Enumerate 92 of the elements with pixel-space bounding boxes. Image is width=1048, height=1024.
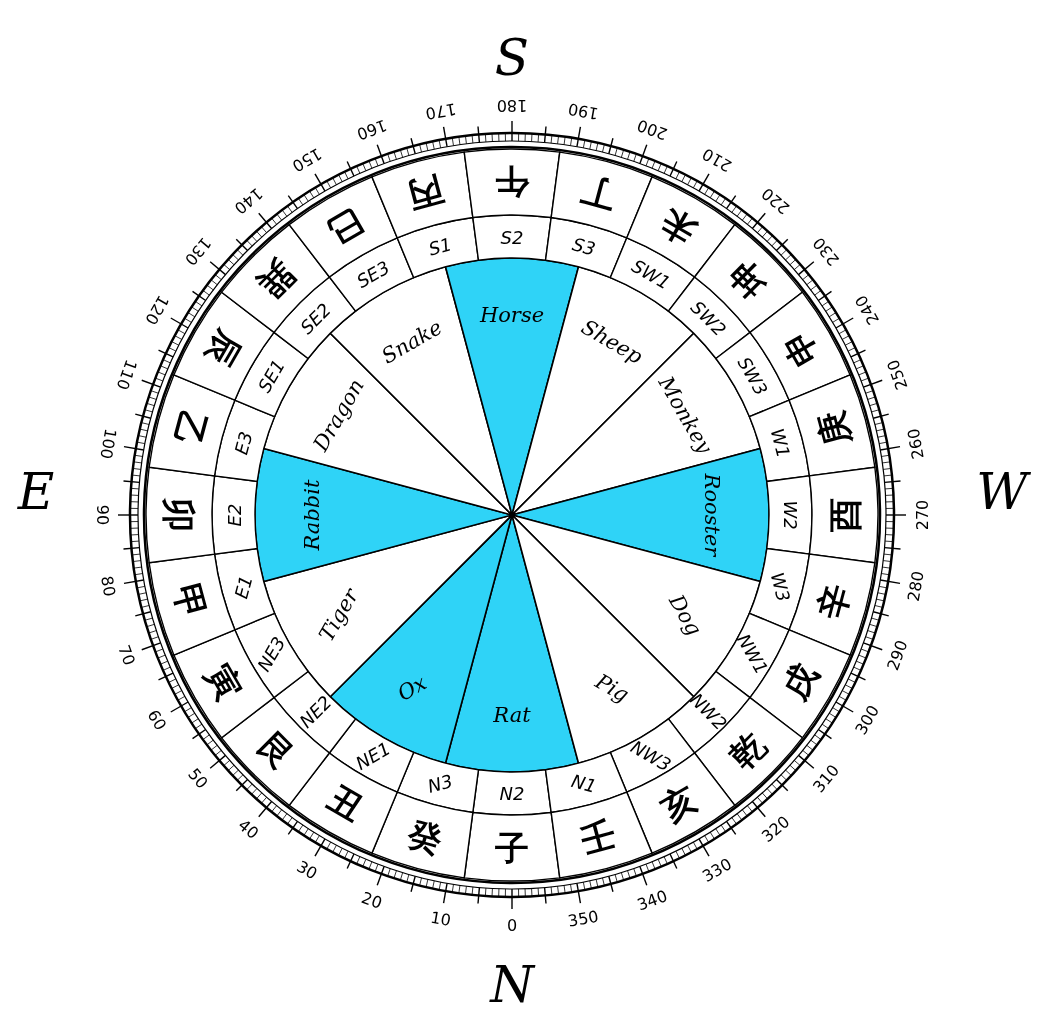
direction-cell <box>213 547 276 631</box>
chinese-character: 辰 <box>197 323 250 374</box>
mountain-cell <box>371 151 474 239</box>
compass-letter: S <box>494 29 530 87</box>
degree-label: 40 <box>234 815 263 843</box>
chinese-character: 壬 <box>576 812 620 861</box>
cell-label: W2 <box>779 500 801 530</box>
chinese-character: 午 <box>495 162 529 202</box>
mountain-cell <box>550 791 653 879</box>
direction-cell <box>544 751 628 814</box>
degree-label: 70 <box>114 642 140 669</box>
sector-label: Ox <box>393 670 431 706</box>
chinese-character: 子 <box>495 828 529 868</box>
chinese-character: 乙 <box>166 407 215 451</box>
degree-label: 150 <box>289 144 325 176</box>
degree-label: 100 <box>96 427 121 461</box>
chinese-character: 戌 <box>774 656 827 707</box>
chinese-character: 甲 <box>166 579 215 623</box>
cell-label: E2 <box>223 503 245 527</box>
chinese-character: 丁 <box>576 169 620 218</box>
degree-label: 130 <box>180 233 215 270</box>
cell-label: S3 <box>570 233 598 260</box>
chinese-character: 酉 <box>825 498 865 532</box>
degree-label: 190 <box>566 99 600 124</box>
degree-label: 260 <box>903 427 928 461</box>
degree-label: 80 <box>97 574 120 598</box>
degree-label: 290 <box>883 637 912 673</box>
degree-label: 210 <box>699 144 735 176</box>
mountain-cell <box>788 553 876 656</box>
cell-label: E1 <box>230 573 257 601</box>
degree-label: 250 <box>883 357 912 393</box>
cell-label: S1 <box>426 233 454 260</box>
degree-label: 50 <box>184 764 212 793</box>
degree-label: 180 <box>496 95 528 115</box>
cell-label: N1 <box>569 770 599 797</box>
chinese-character: 辛 <box>809 579 858 623</box>
degree-label: 350 <box>566 906 600 931</box>
cell-label: W3 <box>766 570 795 604</box>
degree-label: 340 <box>634 886 670 915</box>
direction-cell <box>213 399 276 483</box>
chinese-character: 未 <box>653 200 704 253</box>
sector-label: Rabbit <box>300 479 324 551</box>
degree-label: 90 <box>92 504 112 526</box>
cell-label: NW3 <box>627 736 675 776</box>
cell-label: NE1 <box>352 737 394 774</box>
degree-label: 220 <box>757 183 794 218</box>
cell-label: S2 <box>500 226 524 248</box>
degree-label: 280 <box>903 569 928 603</box>
cell-label: W1 <box>766 426 795 460</box>
chinese-character: 巳 <box>320 200 371 253</box>
degree-label: 0 <box>506 915 518 935</box>
degree-label: 140 <box>230 183 267 218</box>
direction-cell <box>396 216 480 279</box>
chinese-character: 卯 <box>159 498 199 532</box>
chinese-character: 乾 <box>721 724 774 777</box>
degree-label: 60 <box>143 706 171 734</box>
mountain-cell <box>550 151 653 239</box>
sector-label: Horse <box>479 303 545 327</box>
chinese-character: 寅 <box>197 656 250 707</box>
cell-label: E3 <box>230 429 257 457</box>
degree-label: 200 <box>634 115 670 144</box>
mountain-cell <box>148 374 236 477</box>
degree-label: 160 <box>354 115 390 144</box>
chinese-character: 亥 <box>653 777 704 830</box>
degree-label: 20 <box>358 887 385 913</box>
direction-cell <box>544 216 628 279</box>
chinese-character: 丙 <box>404 169 448 218</box>
chinese-character: 庚 <box>809 407 858 451</box>
chinese-character: 丑 <box>320 777 371 830</box>
degree-label: 320 <box>757 812 794 847</box>
compass-letter: E <box>17 463 55 521</box>
chinese-character: 癸 <box>404 812 448 861</box>
degree-label: 270 <box>912 499 932 531</box>
sector-label: Rat <box>493 703 531 727</box>
chinese-character: 巽 <box>250 253 303 306</box>
chinese-character: 坤 <box>721 253 774 306</box>
degree-label: 170 <box>424 99 458 124</box>
degree-label: 110 <box>112 357 141 393</box>
cell-label: N3 <box>425 770 455 797</box>
cell-label: SW1 <box>628 255 674 294</box>
mountain-cell <box>788 374 876 477</box>
cell-label: N2 <box>499 782 525 804</box>
mountain-cell <box>148 553 236 656</box>
chinese-character: 艮 <box>250 724 303 777</box>
compass-letter: N <box>490 956 534 1014</box>
degree-label: 30 <box>293 856 321 884</box>
sector-label: Pig <box>591 669 633 708</box>
chinese-character: 申 <box>774 323 827 374</box>
cell-label: SE3 <box>352 256 394 292</box>
sector-label: Rooster <box>700 473 724 557</box>
degree-label: 330 <box>699 854 735 886</box>
degree-label: 10 <box>429 907 453 930</box>
